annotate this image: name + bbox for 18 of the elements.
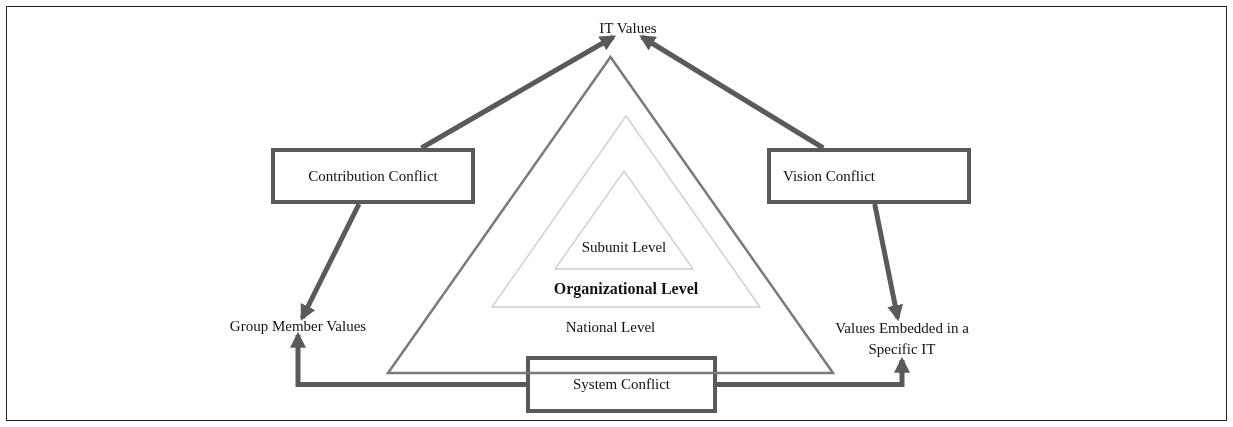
conflict-box: [526, 356, 717, 413]
value-label: IT Values: [599, 20, 657, 37]
conflict-label: Contribution Conflict: [308, 167, 438, 185]
conflict-box: [767, 148, 971, 204]
conflict-label: System Conflict: [572, 376, 671, 393]
value-label: Group Member Values: [229, 318, 367, 335]
arrow: [872, 203, 903, 322]
arrow: [420, 34, 617, 151]
arrow: [639, 34, 825, 151]
conflict-box: [271, 148, 475, 204]
arrow: [290, 331, 526, 387]
level-label: Subunit Level: [580, 239, 668, 256]
arrow: [299, 202, 362, 321]
value-label: Values Embedded in a Specific IT: [834, 319, 970, 359]
level-label: National Level: [564, 319, 657, 336]
level-label: Organizational Level: [552, 280, 700, 298]
conflict-label: Vision Conflict: [783, 167, 875, 185]
arrow: [717, 356, 910, 387]
